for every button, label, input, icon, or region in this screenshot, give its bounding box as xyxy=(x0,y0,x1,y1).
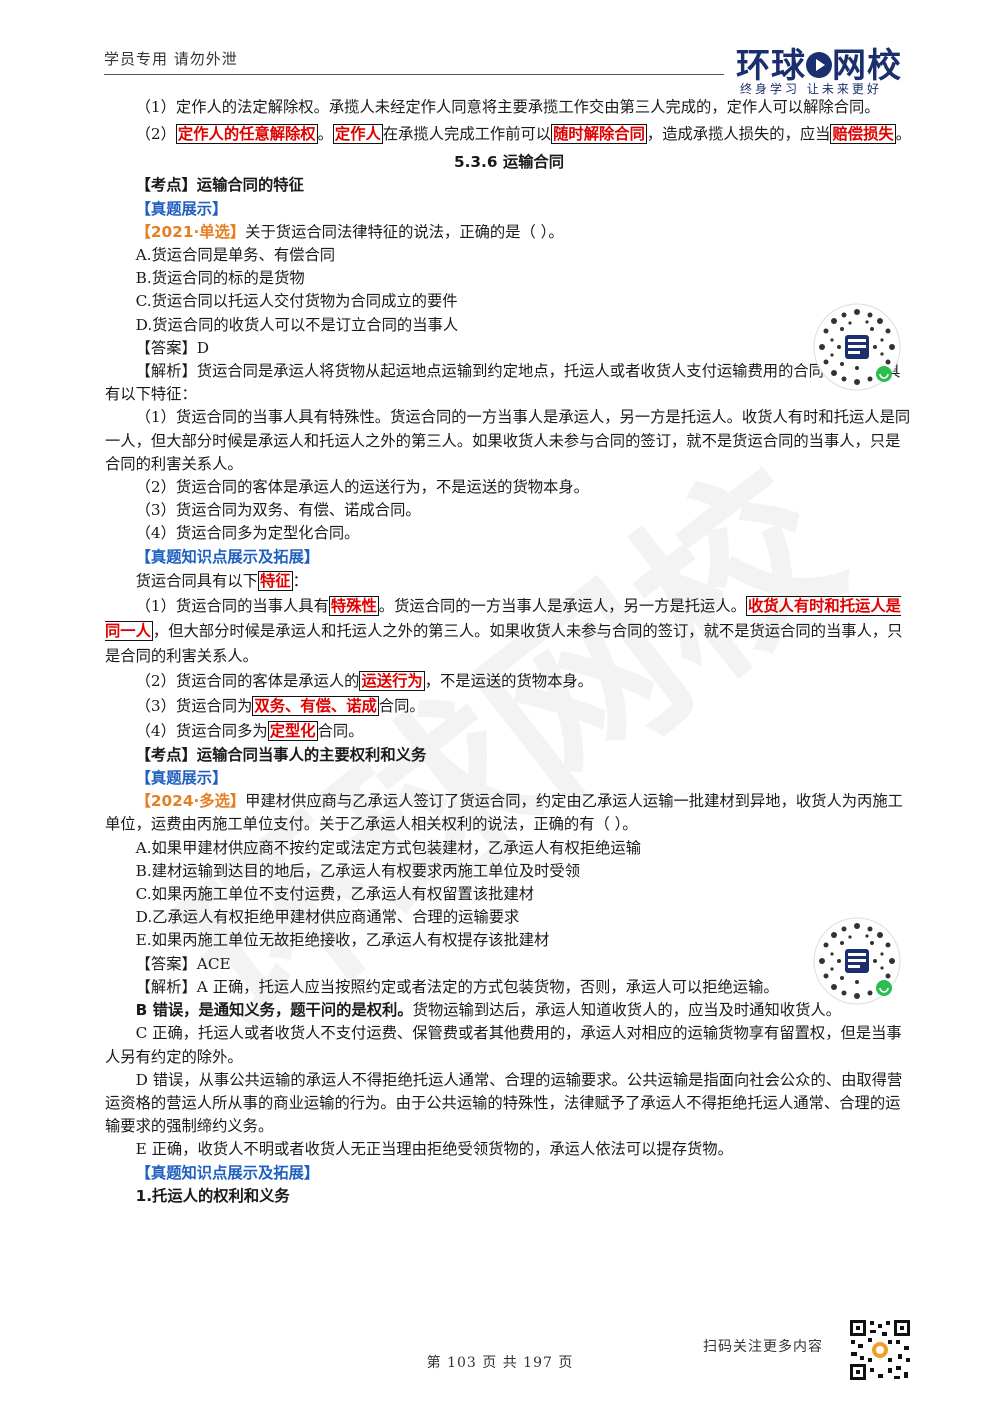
kaodian-heading: 【考点】运输合同的特征 xyxy=(135,176,304,195)
footer-qr-code[interactable] xyxy=(848,1318,912,1382)
option: C.如果丙施工单位不支付运费，乙承运人有权留置该批建材 xyxy=(135,885,535,904)
highlight: 随时解除合同 xyxy=(551,124,647,145)
highlight: 赔偿损失 xyxy=(830,124,896,145)
miniprogram-qr-code[interactable] xyxy=(812,916,902,1006)
analysis-paragraph: 【解析】A 正确，托运人应当按照约定或者法定的方式包装货物，否则，承运人可以拒绝… xyxy=(135,977,779,996)
option: D.货运合同的收货人可以不是订立合同的当事人 xyxy=(135,315,459,334)
paragraph: （2）货运合同的客体是承运人的运送行为，不是运送的货物本身。 xyxy=(135,670,593,691)
paragraph: 货运合同具有以下特征： xyxy=(135,570,308,591)
analysis-paragraph: D 错误，从事公共运输的承运人不得拒绝托运人通常、合理的运输要求。公共运输是指面… xyxy=(105,1070,903,1136)
option: C.货运合同以托运人交付货物为合同成立的要件 xyxy=(135,292,458,311)
page-number: 第 103 页 共 197 页 xyxy=(426,1355,574,1371)
subheading: 1.托运人的权利和义务 xyxy=(135,1186,290,1205)
miniprogram-qr-code[interactable] xyxy=(812,302,902,392)
brand-logo: 环球网校 终身学习 让未来更好 xyxy=(736,38,916,100)
highlight: 定作人 xyxy=(332,124,383,145)
paragraph: （3）货运合同为双务、有偿、诺成合同。 xyxy=(135,695,425,716)
paragraph: （1）定作人的法定解除权。承揽人未经定作人同意将主要承揽工作交由第三人完成的，定… xyxy=(135,98,880,116)
logo-tagline: 终身学习 让未来更好 xyxy=(740,82,882,96)
paragraph: （4）货运合同多为定型化合同。 xyxy=(135,720,364,741)
analysis-paragraph: 【解析】货运合同是承运人将货物从起运地点运输到约定地点，托运人或者收货人支付运输… xyxy=(105,362,901,404)
answer: 【答案】ACE xyxy=(135,954,231,973)
zhenti-heading: 【真题展示】 xyxy=(135,769,228,788)
logo-text: 环球网校 xyxy=(736,46,902,86)
option: A.货运合同是单务、有偿合同 xyxy=(135,246,336,265)
header-rule xyxy=(104,74,724,75)
paragraph: （1）货运合同的当事人具有特殊性。货运合同的一方当事人是承运人，另一方是托运人。… xyxy=(105,595,903,665)
zhenti-heading: 【真题展示】 xyxy=(135,199,228,218)
highlight: 特殊性 xyxy=(328,595,379,616)
option: B.建材运输到达目的地后，乙承运人有权要求丙施工单位及时受领 xyxy=(135,861,581,880)
analysis-paragraph: E 正确，收货人不明或者收货人无正当理由拒绝受领货物的，承运人依法可以提存货物。 xyxy=(135,1140,733,1159)
kaodian-heading: 【考点】运输合同当事人的主要权利和义务 xyxy=(135,745,427,764)
analysis-paragraph: （4）货运合同多为定型化合同。 xyxy=(135,524,360,543)
qr-code-icon xyxy=(813,303,901,391)
question-tag: 【2024·多选】 xyxy=(135,792,246,811)
extension-heading: 【真题知识点展示及拓展】 xyxy=(135,1163,320,1182)
option: E.如果丙施工单位无故拒绝接收，乙承运人有权提存该批建材 xyxy=(135,931,550,950)
qr-code-icon xyxy=(848,1318,912,1382)
play-icon xyxy=(806,51,832,78)
highlight: 特征 xyxy=(257,570,293,591)
option: D.乙承运人有权拒绝甲建材供应商通常、合理的运输要求 xyxy=(135,908,520,927)
bold-text: B 错误，是通知义务，题干问的是权利。 xyxy=(135,1001,413,1020)
highlight: 双务、有偿、诺成 xyxy=(252,695,379,716)
analysis-paragraph: （3）货运合同为双务、有偿、诺成合同。 xyxy=(135,501,421,520)
document-body: （1）定作人的法定解除权。承揽人未经定作人同意将主要承揽工作交由第三人完成的，定… xyxy=(105,96,913,1208)
option: B.货运合同的标的是货物 xyxy=(135,269,305,288)
question-tag: 【2021·单选】 xyxy=(135,222,246,241)
scan-prompt: 扫码关注更多内容 xyxy=(703,1339,823,1355)
qr-code-icon xyxy=(813,917,901,1005)
question-stem: 【2024·多选】甲建材供应商与乙承运人签订了货运合同，约定由乙承运人运输一批建… xyxy=(105,792,903,834)
highlight: 收货人有时和托运人是同一人 xyxy=(105,595,901,641)
option: A.如果甲建材供应商不按约定或法定方式包装建材，乙承运人有权拒绝运输 xyxy=(135,838,642,857)
highlight: 运送行为 xyxy=(359,670,425,691)
answer: 【答案】D xyxy=(135,338,210,357)
extension-heading: 【真题知识点展示及拓展】 xyxy=(135,547,320,566)
analysis-paragraph: （2）货运合同的客体是承运人的运送行为，不是运送的货物本身。 xyxy=(135,478,589,497)
question-stem: 【2021·单选】关于货运合同法律特征的说法，正确的是（ ）。 xyxy=(135,222,564,241)
header-left-text: 学员专用 请勿外泄 xyxy=(104,50,238,68)
analysis-paragraph: C 正确，托运人或者收货人不支付运费、保管费或者其他费用的，承运人对相应的运输货… xyxy=(105,1024,902,1066)
paragraph: （2）定作人的任意解除权。定作人在承揽人完成工作前可以随时解除合同，造成承揽人损… xyxy=(135,124,911,145)
analysis-paragraph: （1）货运合同的当事人具有特殊性。货运合同的一方当事人是承运人，另一方是托运人。… xyxy=(105,408,911,473)
section-title: 5.3.6 运输合同 xyxy=(453,153,565,172)
highlight: 定作人的任意解除权 xyxy=(175,124,318,145)
highlight: 定型化 xyxy=(267,720,318,741)
analysis-paragraph: B 错误，是通知义务，题干问的是权利。货物运输到达后，承运人知道收货人的，应当及… xyxy=(135,1001,841,1020)
